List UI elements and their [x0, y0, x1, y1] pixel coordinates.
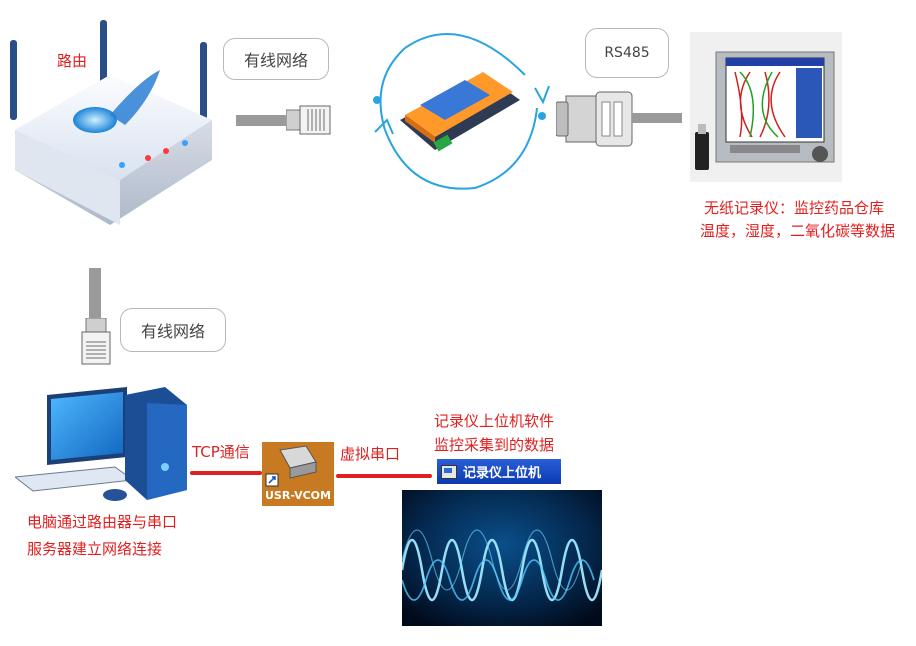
usr-vcom-label: USR-VCOM — [265, 489, 331, 502]
recorder-caption-line2: 温度，湿度，二氧化碳等数据 — [700, 222, 896, 240]
cable-converter-recorder — [632, 113, 682, 123]
converter-cycle — [373, 33, 550, 190]
usr-vcom-icon — [265, 445, 317, 487]
computer-caption-line2: 服务器建立网络连接 — [27, 540, 163, 558]
router-icon — [10, 20, 212, 225]
rj45-plug-vertical-icon — [81, 318, 111, 365]
tcp-link-line — [190, 471, 262, 475]
virtual-port-link-line — [336, 474, 432, 478]
software-caption-line2: 监控采集到的数据 — [434, 436, 555, 454]
window-app-icon — [441, 464, 457, 479]
serial-server-icon — [400, 72, 520, 152]
cable-router-computer — [89, 268, 101, 328]
software-window-title: 记录仪上位机 — [463, 466, 542, 481]
wired-network-left-label: 有线网络 — [120, 308, 226, 352]
software-window-titlebar[interactable]: 记录仪上位机 — [437, 459, 561, 484]
cable-router-converter — [236, 115, 292, 126]
tcp-label: TCP通信 — [192, 443, 250, 461]
paperless-recorder-icon — [690, 32, 842, 182]
db9-connector-icon — [556, 91, 633, 147]
wired-network-top-label: 有线网络 — [223, 38, 329, 80]
virtual-port-label: 虚拟串口 — [340, 445, 401, 463]
rj45-plug-icon — [286, 105, 331, 135]
computer-icon — [15, 387, 187, 501]
router — [0, 20, 220, 235]
recorder-caption-line1: 无纸记录仪：监控药品仓库 — [704, 199, 885, 217]
software-caption-line1: 记录仪上位机软件 — [434, 412, 555, 430]
rs485-label: RS485 — [585, 28, 669, 78]
usr-vcom-shortcut[interactable]: USR-VCOM — [262, 442, 334, 506]
waveform-image — [402, 490, 602, 626]
router-label: 路由 — [57, 52, 88, 70]
computer-caption-line1: 电脑通过路由器与串口 — [27, 513, 178, 531]
